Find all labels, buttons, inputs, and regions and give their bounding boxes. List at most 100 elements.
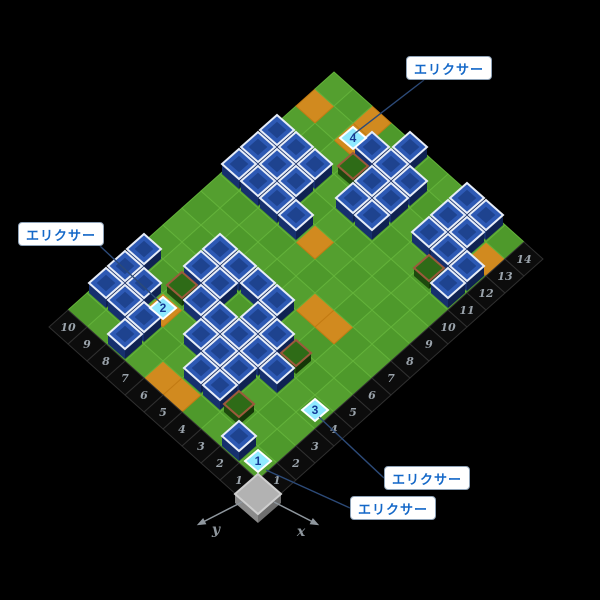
blue-block-top-inner	[419, 223, 439, 241]
blue-block-top-inner	[210, 376, 230, 394]
blue-block-top-inner	[248, 138, 268, 156]
bush-block-top	[336, 151, 370, 181]
blue-block-top-inner	[248, 274, 268, 292]
y-axis-label: 8	[102, 355, 110, 368]
blue-block-top-inner	[400, 172, 420, 190]
blue-block-side-right	[220, 283, 237, 308]
x-axis-legend: x	[296, 524, 306, 540]
bush-block-top	[279, 338, 313, 368]
y-axis-label: 1	[235, 474, 243, 487]
blue-block-top-inner	[362, 172, 382, 190]
blue-block-top-inner	[476, 206, 496, 224]
callout-elixir-4: エリクサー	[406, 56, 492, 80]
x-axis-label: 12	[478, 287, 494, 300]
callout-label: エリクサー	[357, 501, 428, 517]
blue-block-side-right	[144, 317, 161, 342]
bush-block-side-left	[224, 404, 239, 425]
blue-block-top-inner	[191, 257, 211, 275]
blue-block-top-inner	[229, 257, 249, 275]
y-axis-label: 3	[197, 440, 205, 453]
x-axis-label: 1	[273, 474, 281, 487]
grass-tile	[314, 71, 354, 107]
blue-block-side-right	[239, 436, 256, 461]
blue-block-side-left	[241, 283, 258, 308]
blue-block-top-inner	[210, 240, 230, 258]
blue-block-top-inner	[191, 359, 211, 377]
blue-block-top-inner	[229, 427, 249, 445]
blue-block-top-inner	[267, 325, 287, 343]
blue-block-side-left	[336, 198, 353, 223]
y-axis-label: 9	[83, 338, 91, 351]
blue-block-top-inner	[267, 121, 287, 139]
callout-elixir-1: エリクサー	[350, 496, 436, 520]
blue-block-top-inner	[248, 308, 268, 326]
x-axis-label: 6	[368, 389, 376, 402]
marker-2-number[interactable]: 2	[160, 301, 167, 315]
marker-2[interactable]	[148, 295, 178, 321]
blue-block-side-right	[410, 147, 427, 172]
blue-block-side-left	[222, 164, 239, 189]
y-axis-tile	[48, 309, 88, 345]
blue-block-top-inner	[115, 291, 135, 309]
blue-block-top-inner	[457, 223, 477, 241]
blue-block-side-left	[89, 283, 106, 308]
blue-block-top-inner	[96, 274, 116, 292]
blue-block-top-inner	[362, 138, 382, 156]
blue-block-top-inner	[248, 172, 268, 190]
blue-block-side-left	[184, 334, 201, 359]
blue-block-side-right	[239, 368, 256, 393]
blue-block-side-left	[260, 198, 277, 223]
bush-block-side-left	[167, 285, 182, 306]
y-axis-label: 10	[60, 321, 76, 334]
blue-block-top-inner	[210, 342, 230, 360]
callout-elixir-3: エリクサー	[384, 466, 470, 490]
marker-4[interactable]	[338, 125, 368, 151]
callout-line-3	[318, 416, 385, 479]
y-axis-label: 7	[121, 372, 129, 385]
blue-block-top-inner	[362, 206, 382, 224]
blue-block-top-inner	[286, 172, 306, 190]
y-axis-label: 2	[215, 457, 224, 470]
blue-block-top-inner	[248, 342, 268, 360]
blue-block-top-inner	[229, 359, 249, 377]
marker-3-number[interactable]: 3	[312, 403, 319, 417]
blue-block-side-right	[467, 232, 484, 257]
blue-block-side-right	[144, 249, 161, 274]
blue-block-side-left	[355, 215, 372, 240]
y-axis-arrow	[202, 501, 243, 523]
blue-block-side-left	[412, 232, 429, 257]
x-axis-label: 8	[406, 355, 414, 368]
marker-3[interactable]	[300, 397, 330, 423]
blue-block-side-left	[184, 300, 201, 325]
y-axis-label: 5	[159, 406, 167, 419]
blue-block-top-inner	[210, 308, 230, 326]
marker-1-number[interactable]: 1	[255, 454, 262, 468]
x-axis-arrow	[273, 501, 314, 523]
blue-block-top-inner	[438, 274, 458, 292]
marker-4-number[interactable]: 4	[350, 131, 357, 145]
callout-label: エリクサー	[413, 61, 484, 77]
blue-block-side-right	[277, 300, 294, 325]
blue-block-top-inner	[400, 138, 420, 156]
blue-block-side-right	[372, 215, 389, 240]
marker-1[interactable]	[243, 448, 273, 474]
bush-block-top	[412, 253, 446, 283]
origin-block-side-left	[235, 494, 258, 523]
blue-block-top-inner	[229, 155, 249, 173]
origin-block-side-right	[258, 494, 281, 523]
blue-block-top-inner	[381, 189, 401, 207]
blue-block-top-inner	[381, 155, 401, 173]
x-axis-tile	[504, 241, 544, 277]
bush-block-top	[165, 270, 199, 300]
blue-block-side-left	[222, 436, 239, 461]
y-axis-label: 6	[140, 389, 148, 402]
blue-block-top-inner	[343, 189, 363, 207]
blue-block-top-inner	[457, 257, 477, 275]
blue-block-top-inner	[438, 206, 458, 224]
callout-line-1	[265, 469, 351, 509]
blue-block-side-left	[203, 385, 220, 410]
blue-block-top-inner	[267, 189, 287, 207]
x-axis-label: 9	[425, 338, 433, 351]
